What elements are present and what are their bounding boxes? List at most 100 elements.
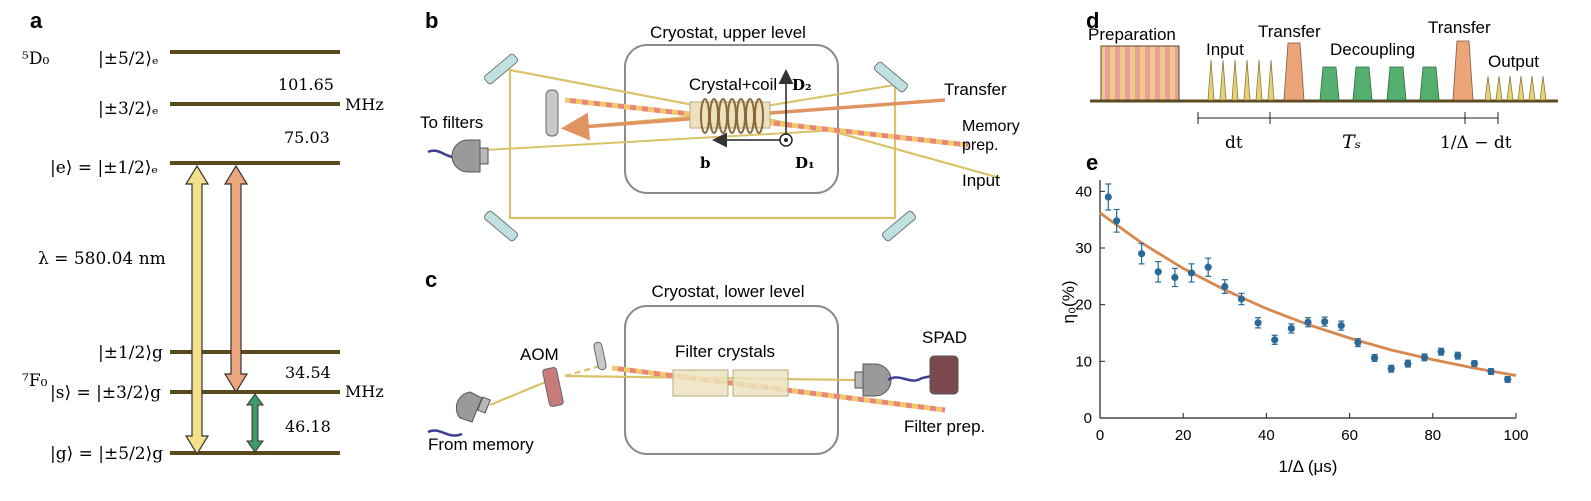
- data-point: [1337, 322, 1345, 330]
- splitting-upper-2: 75.03: [284, 128, 330, 147]
- x-tick-label: 100: [1503, 427, 1528, 444]
- pickoff-optic-c: [593, 341, 607, 371]
- data-point: [1254, 319, 1262, 327]
- to-filters-label: To filters: [420, 113, 483, 132]
- x-tick-label: 20: [1175, 427, 1192, 444]
- unit-upper: MHz: [345, 95, 384, 114]
- fiber-coupler-b: [451, 139, 481, 173]
- data-point: [1113, 217, 1121, 225]
- data-point: [1470, 360, 1478, 368]
- ts-label: Tₛ: [1342, 131, 1361, 153]
- filter-prep-label: Filter prep.: [904, 417, 985, 436]
- memory-prep-label-1: Memory: [962, 118, 1020, 135]
- fiber-coupler-c-out: [862, 363, 892, 397]
- data-point: [1271, 336, 1279, 344]
- output-pulses-label: Output: [1488, 52, 1539, 71]
- pickoff-optic: [545, 89, 559, 137]
- level-label-g12: |±1/2⟩g: [98, 343, 163, 363]
- data-point: [1187, 269, 1196, 277]
- fiber-coupler-c-in: [455, 391, 483, 423]
- transfer-pulse-1: [1283, 42, 1305, 101]
- input-pulses: [1207, 59, 1275, 101]
- panel-a: a ⁵D₀ ⁷F₀ |±5/2⟩ₑ |±3/2⟩ₑ |e⟩ = |±1/2⟩ₑ …: [22, 8, 384, 464]
- aom-label: AOM: [520, 345, 559, 364]
- panel-label-b: b: [425, 8, 438, 33]
- fiber-to-spad: [887, 374, 933, 382]
- y-tick-label: 30: [1075, 240, 1092, 257]
- panel-c: c Cryostat, lower level Filter crystals …: [425, 267, 985, 455]
- panel-label-e: e: [1086, 150, 1098, 175]
- spad-detector: [929, 355, 959, 395]
- fiber-coupler-c-in-lens: [477, 396, 491, 414]
- data-point: [1404, 360, 1412, 368]
- data-point: [1304, 318, 1312, 326]
- lower-manifold-label: ⁷F₀: [22, 371, 48, 391]
- data-point: [1370, 354, 1379, 362]
- output-pulse: [1539, 75, 1547, 101]
- spad-label: SPAD: [922, 328, 967, 347]
- splitting-lower-2: 46.18: [285, 417, 331, 436]
- panel-b: b Cryostat, upper level Crystal+coil: [420, 8, 1020, 242]
- panel-label-c: c: [425, 267, 437, 292]
- data-point: [1387, 365, 1395, 373]
- output-pulse: [1528, 75, 1536, 101]
- input-pulses-label: Input: [1206, 40, 1244, 59]
- input-pulse: [1231, 59, 1239, 101]
- chart-xlabel: 1/Δ (μs): [1279, 457, 1338, 476]
- data-point: [1321, 318, 1329, 326]
- data-point: [1504, 375, 1512, 384]
- output-pulse: [1506, 75, 1514, 101]
- chart-ylabel: η₀(%): [1059, 281, 1078, 324]
- decoupling-label: Decoupling: [1330, 40, 1415, 59]
- upper-manifold-label: ⁵D₀: [22, 49, 49, 69]
- wavelength-label: λ = 580.04 nm: [38, 249, 166, 269]
- panel-label-a: a: [30, 8, 43, 33]
- input-pulse: [1267, 59, 1275, 101]
- splitting-upper-1: 101.65: [278, 75, 334, 94]
- x-tick-label: 40: [1258, 427, 1275, 444]
- transfer-pulse-2: [1452, 40, 1474, 101]
- decoupling-pulse-1: [1319, 66, 1340, 101]
- decoupling-pulse-2: [1352, 66, 1373, 101]
- data-point: [1138, 250, 1146, 258]
- output-pulse: [1495, 75, 1503, 101]
- cryostat-upper-label: Cryostat, upper level: [650, 23, 806, 42]
- level-label-g: |g⟩ = |±5/2⟩g: [50, 444, 163, 464]
- y-tick-label: 10: [1075, 353, 1092, 370]
- aom-device: [542, 367, 564, 407]
- transfer-1-label: Transfer: [1258, 22, 1321, 41]
- chart-fit: [1099, 211, 1517, 377]
- data-point: [1354, 339, 1362, 347]
- input-pulse: [1243, 59, 1251, 101]
- filter-crystals-label: Filter crystals: [675, 342, 775, 361]
- data-point: [1437, 348, 1445, 356]
- data-point: [1154, 268, 1162, 276]
- preparation-block: [1100, 45, 1180, 101]
- inv-delta-label: 1/Δ − dt: [1440, 133, 1512, 153]
- data-point: [1420, 353, 1429, 361]
- from-memory-label: From memory: [428, 435, 534, 454]
- chart-points: [1104, 183, 1512, 384]
- output-pulse: [1484, 75, 1492, 101]
- data-point: [1204, 263, 1212, 271]
- beam-from-memory: [489, 376, 556, 407]
- input-pulse: [1207, 59, 1215, 101]
- transfer-transition-arrow: [223, 164, 249, 394]
- decoupling-pulse-4: [1419, 66, 1440, 101]
- fiber-from-memory: [427, 429, 463, 437]
- fiber-coupler-c-out-lens: [854, 371, 864, 389]
- level-label-e: |e⟩ = |±1/2⟩ₑ: [50, 158, 158, 178]
- cryostat-lower-label: Cryostat, lower level: [651, 282, 804, 301]
- y-tick-label: 40: [1075, 183, 1092, 200]
- x-tick-label: 60: [1341, 427, 1358, 444]
- input-pulse: [1255, 59, 1263, 101]
- output-beam: [484, 129, 841, 151]
- y-tick-label: 20: [1075, 297, 1092, 314]
- input-beam-label: Input: [962, 171, 1000, 190]
- input-pulse: [1219, 59, 1227, 101]
- x-tick-label: 0: [1096, 427, 1104, 444]
- data-point: [1104, 193, 1112, 201]
